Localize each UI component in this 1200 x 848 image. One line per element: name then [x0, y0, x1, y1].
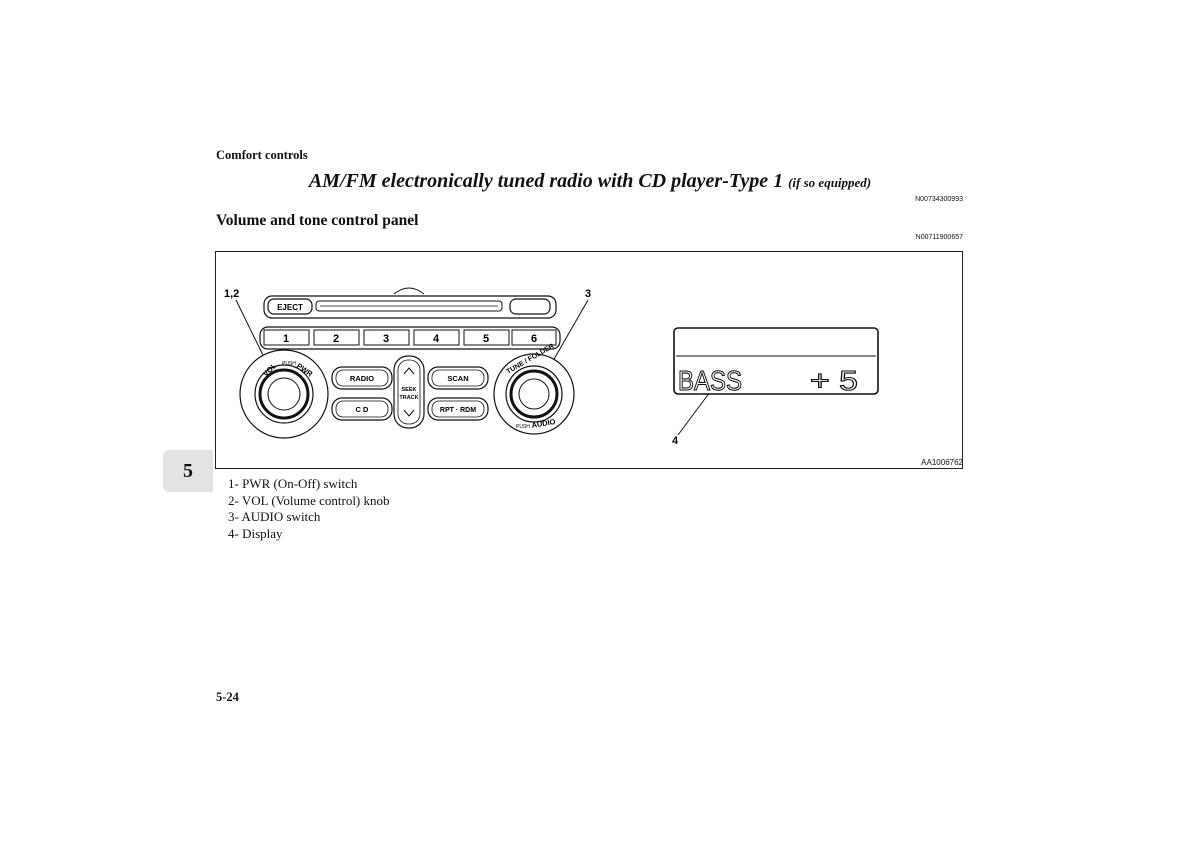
- radio-button[interactable]: [331, 366, 393, 390]
- preset-button-3[interactable]: [363, 329, 410, 346]
- push-audio-label: PUSH: [516, 424, 530, 430]
- cd-label: C D: [356, 405, 370, 414]
- cd-slot-bump: [393, 287, 425, 295]
- legend-item: 3- AUDIO switch: [228, 509, 321, 524]
- preset-button-6[interactable]: [511, 329, 557, 346]
- tune-folder-audio-knob[interactable]: [493, 353, 575, 435]
- figure-id: AA1006762: [921, 458, 963, 467]
- seek-label: SEEK: [402, 387, 417, 393]
- callout-4: 4: [672, 435, 679, 447]
- radio-panel-illustration: 1,2 3 4 EJECT 1 2 3 4 5 6 VOL PUSH: [224, 287, 879, 447]
- rpt-rdm-button-inner: [431, 400, 485, 418]
- callout-3: 3: [585, 288, 591, 300]
- rpt-rdm-button[interactable]: [427, 397, 489, 421]
- callout-line-4: [677, 391, 711, 436]
- track-label: TRACK: [399, 395, 418, 401]
- cd-button[interactable]: [331, 397, 393, 421]
- preset-label-2: 2: [333, 333, 339, 345]
- seek-track-rocker-inner: [397, 359, 421, 425]
- subheading-reference-code: N00711900657: [915, 234, 963, 241]
- cd-button-inner: [335, 400, 389, 418]
- right-slot-button[interactable]: [509, 298, 551, 315]
- chapter-tab: 5: [163, 450, 213, 492]
- vol-pwr-knob[interactable]: [239, 349, 329, 439]
- scan-button[interactable]: [427, 366, 489, 390]
- lcd-display: [673, 327, 879, 395]
- rpt-rdm-label: RPT · RDM: [440, 407, 476, 414]
- page-number: 5-24: [216, 690, 239, 704]
- preset-button-5[interactable]: [463, 329, 510, 346]
- callout-1-2: 1,2: [224, 288, 239, 300]
- page-title-sub: (if so equipped): [788, 175, 872, 190]
- scan-label: SCAN: [447, 374, 468, 383]
- seek-up-icon: [403, 367, 415, 375]
- preset-label-5: 5: [483, 333, 489, 345]
- preset-label-3: 3: [383, 333, 389, 345]
- sub-heading: Volume and tone control panel: [216, 212, 419, 229]
- eject-label: EJECT: [277, 303, 303, 312]
- seek-track-rocker[interactable]: [393, 355, 425, 429]
- scan-button-inner: [431, 369, 485, 387]
- preset-label-1: 1: [283, 333, 289, 345]
- lcd-mode-text: BASS: [678, 365, 742, 396]
- seek-down-icon: [403, 409, 415, 417]
- preset-button-4[interactable]: [413, 329, 460, 346]
- legend-item: 4- Display: [228, 525, 283, 541]
- preset-label-4: 4: [433, 333, 440, 345]
- lcd-value-text: + 5: [810, 365, 858, 396]
- eject-button[interactable]: [267, 298, 313, 315]
- preset-button-2[interactable]: [313, 329, 360, 346]
- title-reference-code: N00734300993: [915, 196, 963, 203]
- preset-button-1[interactable]: [263, 329, 310, 346]
- page-title: AM/FM electronically tuned radio with CD…: [0, 170, 1180, 193]
- legend-item: 2- VOL (Volume control) knob: [228, 492, 390, 508]
- preset-label-6: 6: [531, 333, 537, 345]
- section-header: Comfort controls: [216, 148, 308, 162]
- legend-item: 1- PWR (On-Off) switch: [228, 476, 358, 491]
- figure-frame: 1,2 3 4 EJECT 1 2 3 4 5 6 VOL PUSH: [215, 251, 963, 469]
- page-title-main: AM/FM electronically tuned radio with CD…: [308, 170, 784, 192]
- legend-list: 1- PWR (On-Off) switch 2- VOL (Volume co…: [228, 476, 390, 542]
- push-label: PUSH: [282, 361, 296, 367]
- audio-label: AUDIO: [531, 417, 557, 430]
- radio-button-inner: [335, 369, 389, 387]
- radio-label: RADIO: [350, 374, 374, 383]
